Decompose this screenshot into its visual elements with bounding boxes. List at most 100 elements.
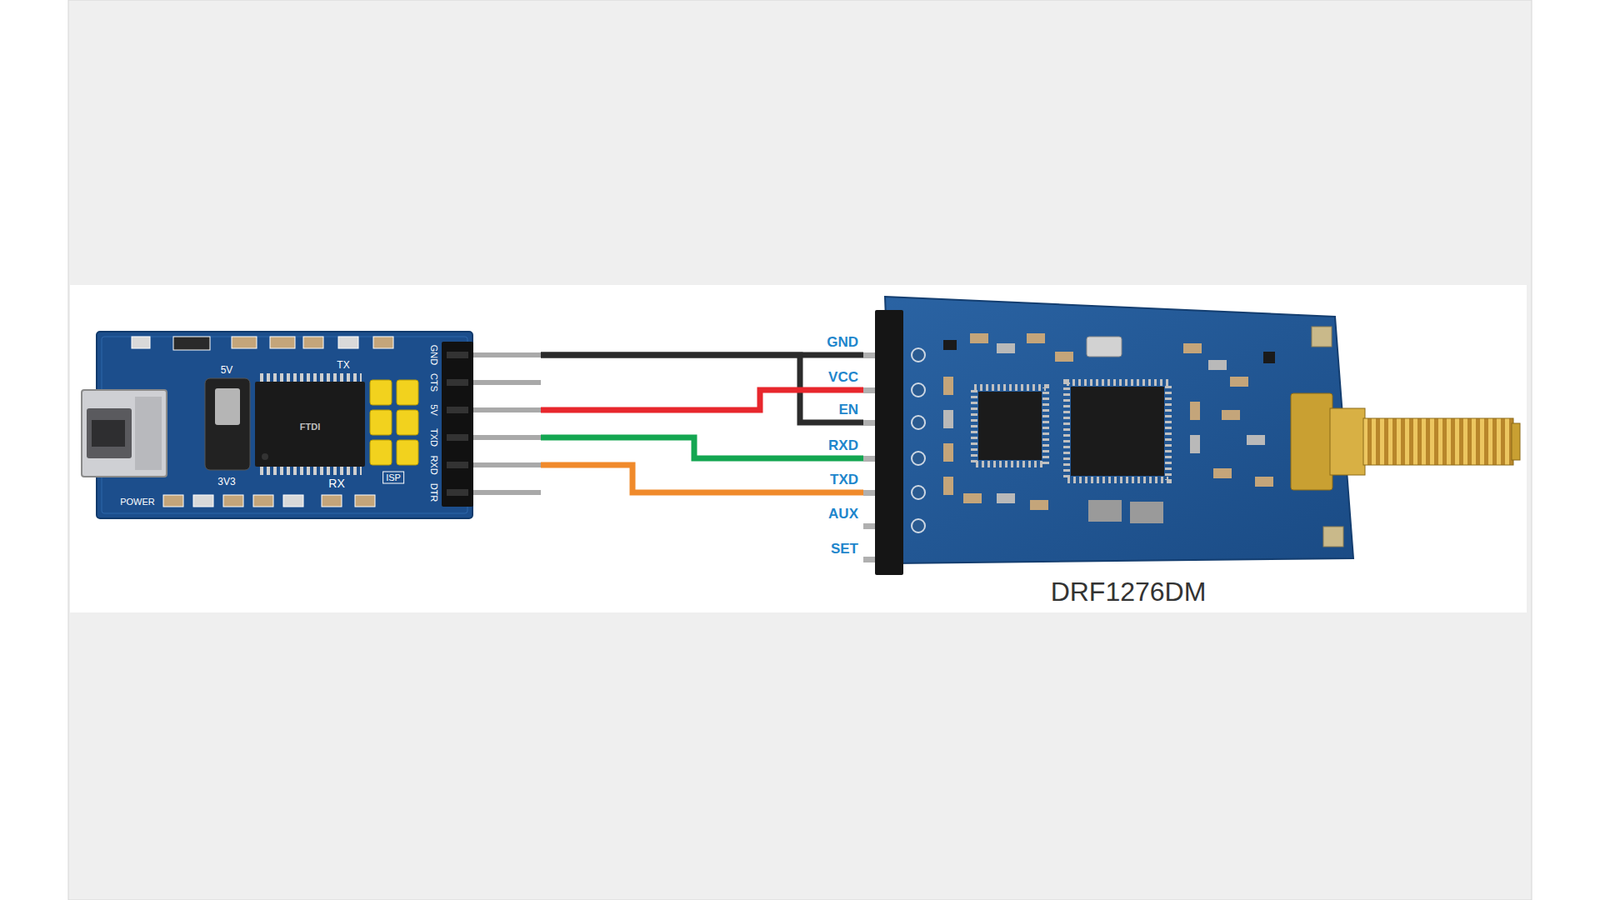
pin-name: RXD [828, 438, 859, 453]
usb-serial-board: GNDCTS5VTXDRXDDTR5V3V3TXRXISPPOWERFTDI [80, 330, 541, 522]
mounting-pad [1323, 526, 1344, 547]
smd-component [355, 495, 375, 507]
crystal [1086, 336, 1122, 357]
smd-component [193, 495, 214, 507]
smd-component [1055, 351, 1074, 362]
smd-component [1221, 410, 1240, 420]
jumper-label: ISP [382, 471, 405, 485]
crystal [1086, 336, 1122, 357]
jumper-block [370, 410, 392, 435]
wire [540, 390, 864, 410]
sma-antenna-connector [1363, 418, 1514, 465]
smd-component [1183, 343, 1202, 354]
header-pin-name: CTS [429, 373, 439, 392]
smd-component [223, 495, 244, 507]
pin-name: AUX [828, 506, 859, 521]
pcb [96, 331, 473, 519]
pin-header [446, 435, 541, 440]
pin-header [446, 490, 541, 495]
header-hole [911, 451, 925, 465]
led-label: RX [328, 477, 345, 490]
lora-module-drawing [863, 293, 1524, 610]
jumper-block [370, 380, 392, 405]
smd-component [943, 410, 954, 429]
grey-panel [68, 0, 1532, 900]
chip-marking: FTDI [300, 422, 320, 432]
smd-component [1246, 435, 1265, 445]
mini-usb-connector [91, 420, 125, 447]
pcb [885, 296, 1354, 564]
smd-component [303, 336, 324, 349]
smd-component [321, 495, 342, 507]
pin-header [446, 434, 469, 441]
switch-label: 5V [220, 365, 234, 375]
smd-component [283, 495, 304, 507]
header-hole [911, 383, 925, 397]
ic-chip [255, 373, 365, 475]
smd-component [1088, 500, 1122, 522]
smd-component [163, 495, 184, 507]
smd-component [943, 476, 954, 495]
ic-chip [1066, 382, 1169, 480]
ic-chip [974, 382, 1169, 480]
smd-component [943, 443, 954, 462]
pin-header [441, 341, 474, 507]
smd-component [943, 376, 954, 395]
smd-component [1030, 500, 1049, 510]
header-pin-name: TXD [429, 428, 439, 447]
sma-antenna-connector [1330, 408, 1365, 475]
ic-chip [974, 387, 1046, 465]
pin-header [446, 352, 541, 358]
header-hole [911, 415, 925, 430]
module-name: DRF1276DM [1050, 578, 1207, 605]
ic-chip [1070, 386, 1165, 476]
pin-name: EN [838, 402, 859, 417]
header-hole [911, 348, 925, 533]
lora-module: DRF1276DM [863, 293, 1524, 610]
smd-component [1026, 333, 1045, 344]
pin-header [863, 310, 904, 575]
pin-header [875, 310, 904, 575]
smd-component [1213, 468, 1232, 479]
pin-header [446, 351, 469, 359]
wire [540, 355, 864, 423]
jumper-block [396, 440, 419, 465]
smd-component [338, 336, 359, 349]
jumper-block [396, 410, 419, 435]
smd-component [970, 333, 989, 344]
smd-component [1255, 476, 1274, 487]
switch-label: 3V3 [217, 476, 235, 487]
ic-chip [255, 381, 365, 467]
white-strip [70, 285, 1527, 613]
pcb [885, 296, 1354, 564]
mounting-pad [1311, 326, 1332, 347]
voltage-switch [205, 378, 250, 470]
smd-component [131, 336, 150, 349]
pin-name: SET [830, 541, 859, 556]
smd-component [270, 336, 295, 349]
pin-name: VCC [828, 370, 859, 385]
pin-header [446, 407, 541, 413]
pin-header [441, 341, 541, 507]
smd-component [373, 336, 394, 349]
smd-component [1130, 501, 1164, 524]
smd-component [173, 336, 210, 350]
header-pin-name: RXD [429, 455, 439, 475]
sma-antenna-connector [1290, 393, 1333, 490]
mini-usb-connector [81, 390, 167, 477]
jumper-block [370, 380, 419, 465]
header-pin-name: 5V [429, 404, 439, 415]
smd-component [253, 495, 274, 507]
mini-usb-connector [135, 396, 162, 470]
smd-component [1208, 360, 1227, 370]
header-hole [911, 348, 925, 362]
sma-antenna-connector [1511, 423, 1520, 460]
header-hole [911, 485, 925, 500]
smd-component [943, 333, 1275, 524]
pcb [101, 336, 468, 514]
smd-component [131, 336, 394, 507]
